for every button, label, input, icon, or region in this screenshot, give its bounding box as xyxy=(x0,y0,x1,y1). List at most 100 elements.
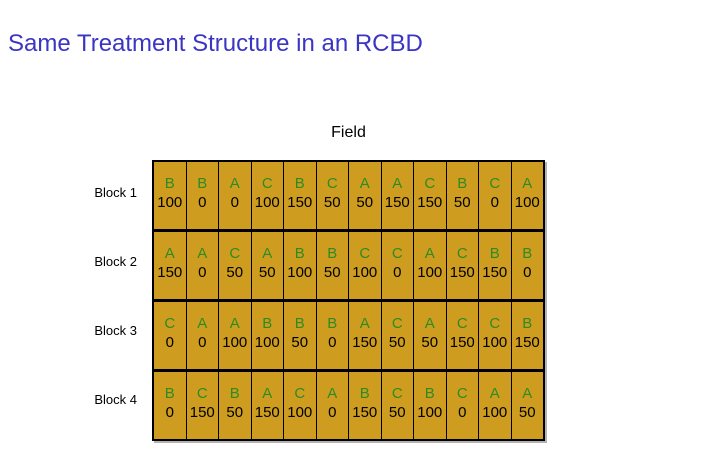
dose-value: 0 xyxy=(230,194,239,211)
treatment-letter: B xyxy=(294,315,305,332)
block-labels-column: Block 1 Block 2 Block 3 Block 4 xyxy=(0,158,137,434)
dose-value: 50 xyxy=(226,404,244,421)
treatment-letter: B xyxy=(327,315,338,332)
dose-value: 0 xyxy=(198,194,207,211)
dose-value: 150 xyxy=(482,264,508,281)
dose-value: 0 xyxy=(198,264,207,281)
treatment-letter: A xyxy=(392,175,403,192)
dose-value: 0 xyxy=(328,334,337,351)
treatment-letter: C xyxy=(456,315,468,332)
treatment-letter: C xyxy=(456,385,468,402)
plot-cell: C 50 xyxy=(380,372,414,439)
treatment-letter: A xyxy=(489,385,500,402)
treatment-letter: A xyxy=(359,315,370,332)
dose-value: 100 xyxy=(482,404,508,421)
dose-value: 150 xyxy=(352,334,378,351)
dose-value: 100 xyxy=(254,334,280,351)
treatment-letter: C xyxy=(391,245,403,262)
treatment-letter: A xyxy=(229,175,240,192)
slide-title: Same Treatment Structure in an RCBD xyxy=(8,30,423,57)
treatment-letter: C xyxy=(456,245,468,262)
treatment-letter: C xyxy=(261,175,273,192)
treatment-letter: B xyxy=(262,315,273,332)
treatment-letter: B xyxy=(294,175,305,192)
dose-value: 0 xyxy=(458,404,467,421)
plot-cell: B 150 xyxy=(283,162,316,229)
block-label-3: Block 3 xyxy=(94,323,137,338)
treatment-letter: C xyxy=(164,315,176,332)
treatment-letter: A xyxy=(262,245,273,262)
dose-value: 50 xyxy=(518,404,536,421)
treatment-letter: A xyxy=(522,385,533,402)
treatment-letter: C xyxy=(489,175,501,192)
plot-cell: C 100 xyxy=(250,162,284,229)
dose-value: 100 xyxy=(254,194,280,211)
treatment-letter: A xyxy=(327,385,338,402)
dose-value: 100 xyxy=(352,264,378,281)
dose-value: 100 xyxy=(157,194,183,211)
treatment-letter: C xyxy=(391,385,403,402)
treatment-letter: B xyxy=(424,385,435,402)
dose-value: 50 xyxy=(388,404,406,421)
dose-value: 50 xyxy=(258,264,276,281)
treatment-letter: B xyxy=(522,315,533,332)
dose-value: 150 xyxy=(157,264,183,281)
treatment-letter: B xyxy=(359,385,370,402)
treatment-letter: A xyxy=(262,385,273,402)
dose-value: 0 xyxy=(490,194,499,211)
plot-cell: A 150 xyxy=(154,232,186,299)
treatment-letter: B xyxy=(327,245,338,262)
dose-value: 0 xyxy=(165,404,174,421)
dose-value: 100 xyxy=(417,264,443,281)
treatment-letter: A xyxy=(164,245,175,262)
dose-value: 0 xyxy=(523,264,532,281)
plot-cell: A 50 xyxy=(250,232,284,299)
dose-value: 50 xyxy=(323,194,341,211)
treatment-letter: A xyxy=(197,315,208,332)
dose-value: 100 xyxy=(222,334,248,351)
treatment-letter: C xyxy=(229,245,241,262)
dose-value: 0 xyxy=(198,334,207,351)
dose-value: 0 xyxy=(393,264,402,281)
dose-value: 150 xyxy=(352,404,378,421)
treatment-letter: B xyxy=(164,175,175,192)
dose-value: 150 xyxy=(287,194,313,211)
dose-value: 50 xyxy=(453,194,471,211)
plot-cell: A 150 xyxy=(348,302,381,369)
treatment-letter: A xyxy=(424,315,435,332)
dose-value: 0 xyxy=(328,404,337,421)
dose-value: 50 xyxy=(323,264,341,281)
plot-cell: A 50 xyxy=(510,372,544,439)
plot-cell: A 100 xyxy=(478,372,511,439)
treatment-letter: B xyxy=(197,175,208,192)
treatment-letter: C xyxy=(424,175,436,192)
block-label-1: Block 1 xyxy=(94,185,137,200)
treatment-letter: B xyxy=(164,385,175,402)
dose-value: 50 xyxy=(388,334,406,351)
